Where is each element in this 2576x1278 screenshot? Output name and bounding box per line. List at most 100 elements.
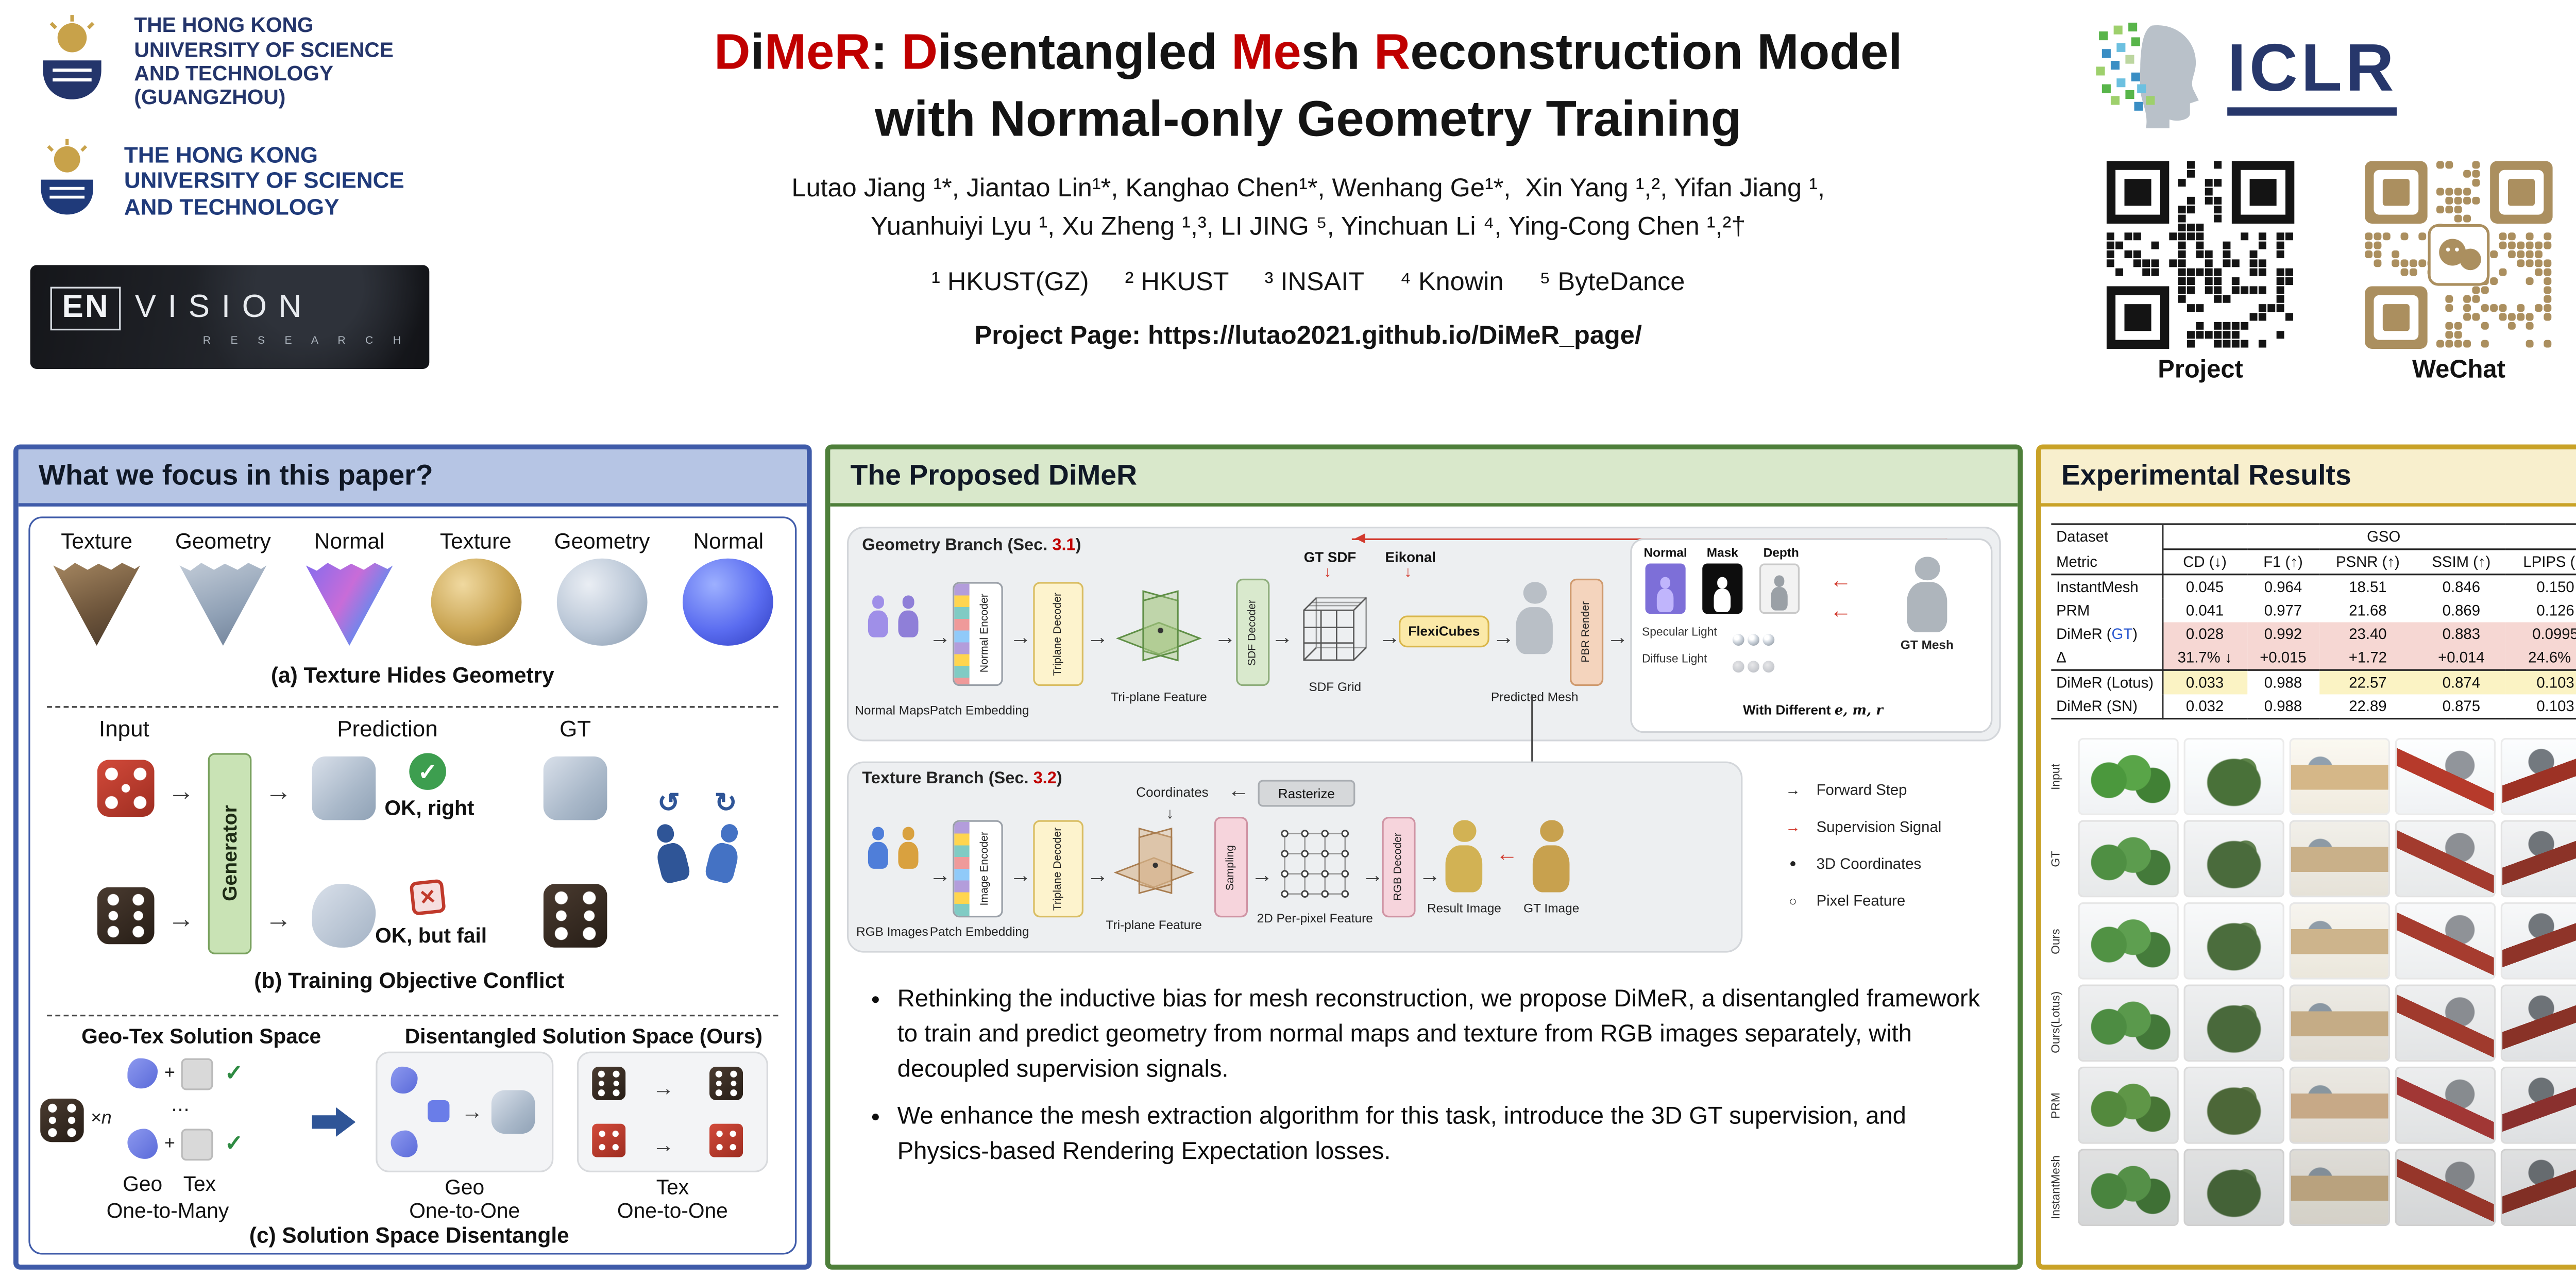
- arrow-icon: [1010, 864, 1031, 885]
- supervision-arrow-icon: [1830, 577, 1852, 599]
- title-part: ): [755, 1024, 762, 1049]
- result-thumbnail: [2500, 738, 2576, 815]
- ellipsis-icon: ⋯: [171, 1100, 190, 1121]
- generator-box: Generator: [208, 753, 252, 954]
- texture-branch-label: Texture Branch (Sec. 3.2): [862, 770, 1062, 788]
- tex-candidate: [181, 1058, 213, 1090]
- envision-research-logo: EN VISION R E S E A R C H: [30, 265, 430, 369]
- logo-line: THE HONG KONG: [124, 142, 318, 167]
- wechat-qr-code: [2365, 161, 2553, 349]
- light-sphere-icon: [1762, 634, 1775, 646]
- metric-value: +1.72: [2319, 646, 2417, 671]
- column-header: SSIM (↑): [2416, 549, 2506, 576]
- gt-cube: [543, 756, 607, 820]
- image-encoder-box: Image Encoder: [953, 820, 1003, 918]
- gallery-row-label: Ours: [2051, 928, 2063, 954]
- result-thumbnail: [2500, 984, 2576, 1062]
- left-panel: What we focus in this paper? Texture Geo…: [13, 444, 812, 1270]
- normal-render-thumb: [1645, 563, 1686, 614]
- sdf-decoder-box: SDF Decoder: [1236, 578, 1270, 686]
- project-page-link[interactable]: Project Page: https://lutao2021.github.i…: [974, 321, 1642, 350]
- pbr-render-label: PBR Render: [1580, 601, 1592, 663]
- patch-embedding-caption: Patch Embedding: [929, 924, 1029, 939]
- label-part: Texture Branch (Sec.: [862, 769, 1033, 788]
- section-c: Geo-Tex Solution Space Disentangled Solu…: [30, 1021, 788, 1250]
- metric-header: Metric: [2051, 549, 2163, 576]
- arrow-icon: [168, 907, 195, 934]
- swirl-ccw-icon: ↺: [657, 789, 680, 819]
- result-thumbnail: [2289, 902, 2390, 980]
- result-thumbnail: [2395, 984, 2496, 1062]
- result-thumbnail: [2078, 1149, 2179, 1226]
- generator-label: Generator: [218, 805, 242, 902]
- render-outputs-cluster: Normal Mask Depth GT Mesh Specular Light…: [1630, 538, 1993, 733]
- column-header: F1 (↑): [2247, 549, 2319, 576]
- hkust-emblem-icon: [41, 139, 94, 215]
- qr-wechat-label: WeChat: [2412, 355, 2505, 384]
- normal-encoder-box: Normal Encoder: [953, 582, 1003, 686]
- metric-value: 0.150: [2536, 578, 2574, 596]
- method-name: DiMeR (Lotus): [2051, 670, 2163, 695]
- light-sphere-icon: [1732, 634, 1744, 646]
- arrow-icon: [652, 1134, 674, 1155]
- bullet-item: We enhance the mesh extraction algorithm…: [897, 1100, 1991, 1171]
- title-part: :: [870, 25, 902, 81]
- prediction-label: Prediction: [337, 716, 438, 742]
- rgb-person-icon: [895, 827, 921, 871]
- result-image-caption: Result Image: [1427, 900, 1501, 916]
- source-die: [40, 1098, 84, 1142]
- metric-value: 0.032: [2162, 694, 2247, 720]
- light-sphere-icon: [1732, 661, 1744, 673]
- shape-label: Normal: [693, 528, 764, 554]
- arrow-icon: [1607, 626, 1629, 647]
- metric-value: 0.875: [2416, 694, 2506, 720]
- gt-mesh-icon: [1904, 557, 1951, 634]
- gallery-row-label: InstantMesh: [2051, 1155, 2063, 1220]
- sampling-box: Sampling: [1214, 816, 1248, 918]
- texture-branch-box: Texture Branch (Sec. 3.2) Coordinates Ra…: [846, 761, 1743, 953]
- hollow-dot-icon: ○: [1789, 893, 1797, 909]
- triplane-decoder-label: Triplane Decoder: [1052, 827, 1064, 911]
- patch-stripe: [954, 821, 970, 916]
- metric-value: 0.045: [2185, 578, 2224, 596]
- method-name: PRM: [2051, 598, 2163, 623]
- mask-render-thumb: [1702, 563, 1743, 614]
- method-name-part: ): [2132, 625, 2138, 643]
- caption-a: (a) Texture Hides Geometry: [30, 663, 795, 688]
- gallery-row-label: Ours(Lotus): [2051, 992, 2063, 1054]
- mesh-to-rasterize-line: [1531, 694, 1533, 792]
- supervision-arrow-icon: [1830, 607, 1852, 629]
- title-part: Disentangled Solution Space (: [404, 1024, 707, 1049]
- normal-output-label: Normal: [1643, 545, 1687, 561]
- qr-wechat: WeChat: [2365, 161, 2553, 384]
- tex-input-tile: [592, 1123, 626, 1157]
- per-pixel-caption: 2D Per-pixel Feature: [1257, 911, 1373, 926]
- supervision-arrow-icon: [1496, 850, 1518, 872]
- legend-supervision: → Supervision Signal: [1780, 818, 1941, 835]
- legend-label: Forward Step: [1816, 781, 1907, 799]
- diffuse-light-label: Diffuse Light: [1642, 654, 1707, 666]
- result-thumbnail: [2078, 1066, 2179, 1144]
- metric-value: 23.40: [2319, 622, 2417, 646]
- title-part: D: [901, 25, 938, 81]
- tex-column-label: Tex: [183, 1172, 216, 1196]
- depth-output-label: Depth: [1763, 545, 1799, 561]
- arrow-icon: [1419, 864, 1440, 885]
- gallery-row: Ours: [2051, 902, 2576, 980]
- geo-candidate: [127, 1129, 158, 1159]
- metric-value: 22.89: [2319, 694, 2417, 720]
- legend-pixel-feature: ○ Pixel Feature: [1780, 892, 1905, 909]
- divider: [47, 1015, 778, 1017]
- geo-tex-space-title: Geo-Tex Solution Space: [81, 1024, 321, 1049]
- shape-label: Texture: [61, 528, 133, 554]
- image-encoder-label: Image Encoder: [979, 832, 991, 906]
- right-panel: Experimental Results Dataset GSO Metric …: [2036, 444, 2576, 1270]
- poster-title-line1: DiMeR: Disentangled Mesh Reconstruction …: [503, 20, 2113, 87]
- triplane-decoder-box: Triplane Decoder: [1033, 820, 1083, 918]
- result-thumbnail: [2078, 738, 2179, 815]
- method-name: DiMeR (GT): [2051, 622, 2163, 646]
- check-stamp-icon: ✓: [409, 753, 446, 790]
